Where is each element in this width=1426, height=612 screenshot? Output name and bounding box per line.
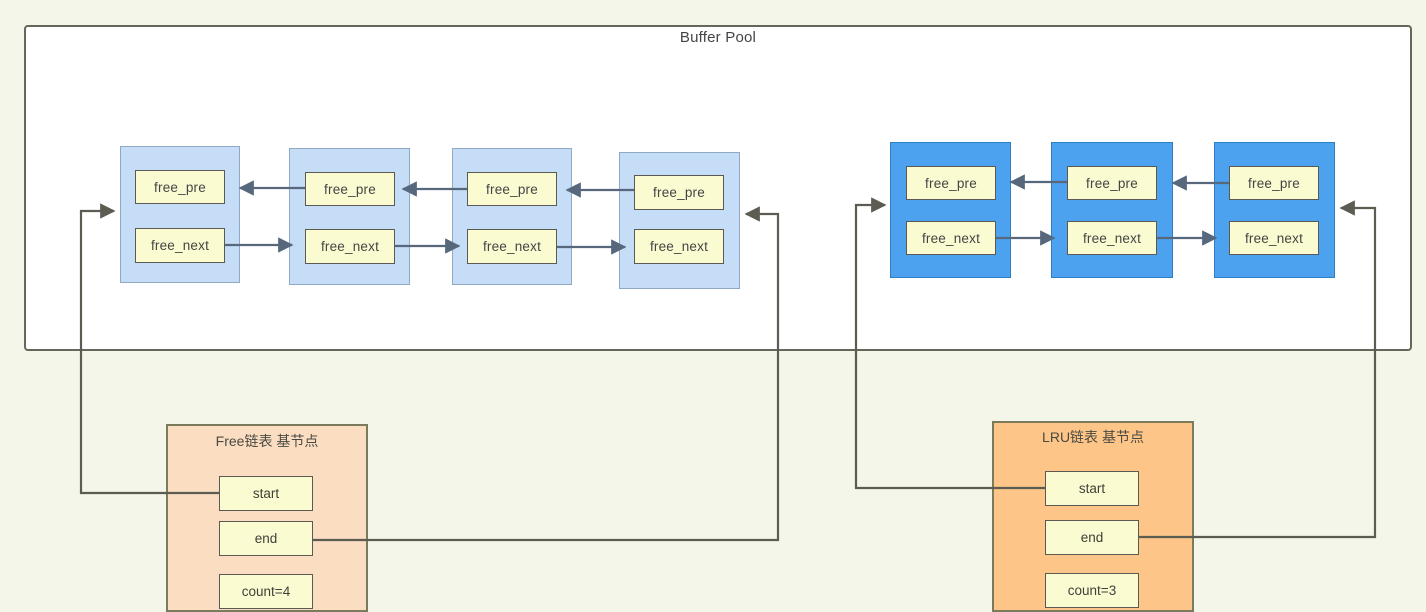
free-node-2[interactable] <box>289 148 410 285</box>
lru-node-2-pre: free_pre <box>1067 166 1157 200</box>
free-base-count[interactable]: count=4 <box>219 574 313 609</box>
lru-node-1-next: free_next <box>906 221 996 255</box>
lru-node-3-pre: free_pre <box>1229 166 1319 200</box>
lru-base-node-title: LRU链表 基节点 <box>1042 429 1144 445</box>
lru-node-3-next: free_next <box>1229 221 1319 255</box>
free-node-3[interactable] <box>452 148 572 285</box>
free-base-end[interactable]: end <box>219 521 313 556</box>
free-node-3-next: free_next <box>467 229 557 264</box>
lru-node-1[interactable] <box>890 142 1011 278</box>
lru-base-end[interactable]: end <box>1045 520 1139 555</box>
free-base-node-title: Free链表 基节点 <box>215 433 319 449</box>
free-node-4-pre: free_pre <box>634 175 724 210</box>
lru-node-3[interactable] <box>1214 142 1335 278</box>
buffer-pool-title: Buffer Pool <box>679 29 757 46</box>
free-node-4-next: free_next <box>634 229 724 264</box>
free-node-2-next: free_next <box>305 229 395 264</box>
lru-node-1-pre: free_pre <box>906 166 996 200</box>
lru-node-2-next: free_next <box>1067 221 1157 255</box>
free-base-start[interactable]: start <box>219 476 313 511</box>
free-node-1-next: free_next <box>135 228 225 263</box>
free-node-3-pre: free_pre <box>467 172 557 206</box>
lru-base-start[interactable]: start <box>1045 471 1139 506</box>
free-node-2-pre: free_pre <box>305 172 395 206</box>
free-node-4[interactable] <box>619 152 740 289</box>
lru-node-2[interactable] <box>1051 142 1173 278</box>
lru-base-count[interactable]: count=3 <box>1045 573 1139 608</box>
free-node-1-pre: free_pre <box>135 170 225 204</box>
